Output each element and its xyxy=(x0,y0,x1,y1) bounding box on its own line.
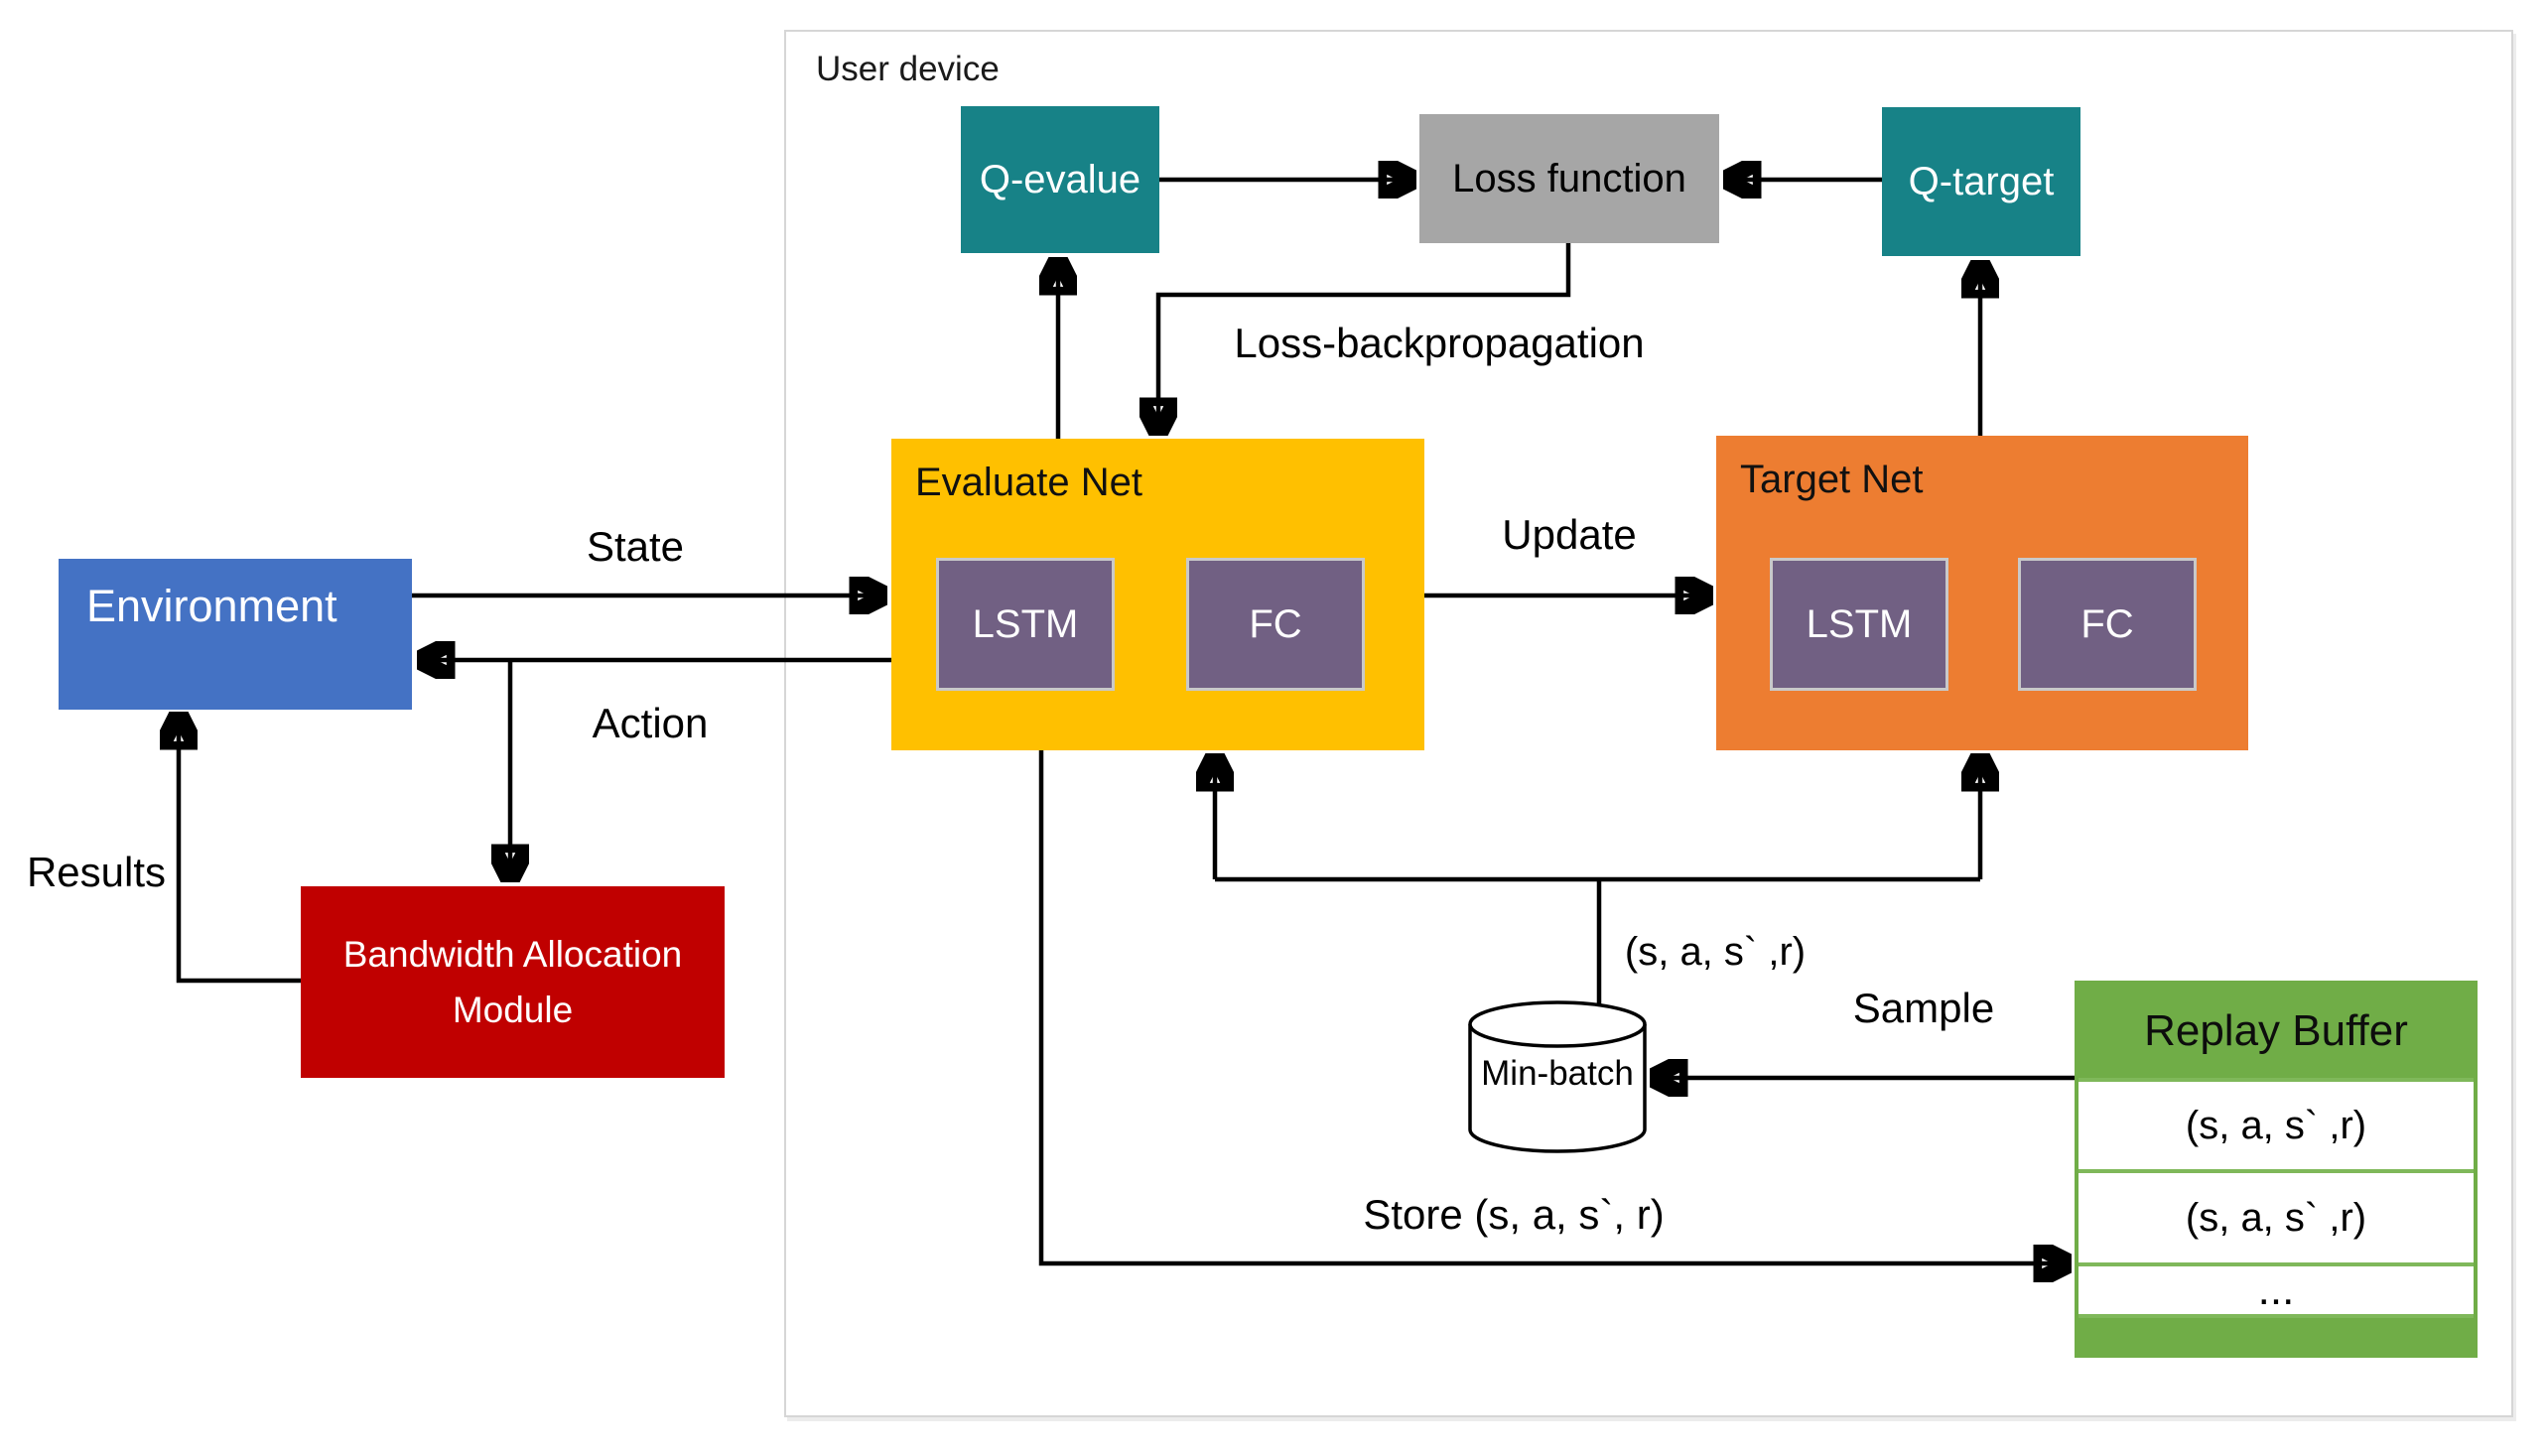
min-batch-label: Min-batch xyxy=(1481,1054,1634,1093)
target-net-box: Target Net LSTM FC xyxy=(1716,436,2248,750)
min-batch-cylinder xyxy=(1468,1000,1647,1153)
replay-buffer-header: Replay Buffer xyxy=(2079,985,2474,1078)
replay-buffer-row: (s, a, s` ,r) xyxy=(2079,1078,2474,1169)
target-net-fc-box: FC xyxy=(2018,558,2197,691)
state-edge-label: State xyxy=(586,523,685,570)
q-target-label: Q-target xyxy=(1908,159,2055,203)
q-evalue-label: Q-evalue xyxy=(979,157,1141,201)
target-net-label: Target Net xyxy=(1740,458,1924,501)
loss-backprop-edge-label: Loss-backpropagation xyxy=(1234,320,1645,366)
bandwidth-module-label-line2: Module xyxy=(452,989,574,1030)
replay-buffer-footer xyxy=(2079,1314,2474,1354)
loss-function-label: Loss function xyxy=(1452,156,1686,200)
target-net-lstm-box: LSTM xyxy=(1770,558,1948,691)
evaluate-net-fc-box: FC xyxy=(1186,558,1365,691)
target-net-lstm-label: LSTM xyxy=(1806,601,1913,646)
replay-buffer-row: ... xyxy=(2079,1262,2474,1314)
user-device-label: User device xyxy=(816,50,1000,88)
evaluate-net-lstm-label: LSTM xyxy=(972,601,1079,646)
evaluate-net-box: Evaluate Net LSTM FC xyxy=(891,439,1424,750)
bandwidth-allocation-module-box: Bandwidth Allocation Module xyxy=(301,886,725,1078)
environment-box: Environment xyxy=(59,559,412,710)
evaluate-net-label: Evaluate Net xyxy=(915,461,1143,504)
transition-tuple-label: (s, a, s` ,r) xyxy=(1624,930,1807,974)
results-edge-label: Results xyxy=(26,849,167,895)
sample-edge-label: Sample xyxy=(1852,985,1995,1031)
action-edge-label: Action xyxy=(592,700,709,746)
evaluate-net-lstm-box: LSTM xyxy=(936,558,1115,691)
target-net-fc-label: FC xyxy=(2080,601,2134,646)
evaluate-net-fc-label: FC xyxy=(1249,601,1302,646)
q-evalue-box: Q-evalue xyxy=(961,106,1159,253)
environment-label: Environment xyxy=(86,581,337,631)
results-arrow xyxy=(179,716,301,984)
update-edge-label: Update xyxy=(1502,511,1637,558)
replay-buffer-row: (s, a, s` ,r) xyxy=(2079,1169,2474,1262)
q-target-box: Q-target xyxy=(1882,107,2080,256)
bandwidth-module-label-line1: Bandwidth Allocation xyxy=(342,934,683,975)
loss-function-box: Loss function xyxy=(1419,114,1719,243)
store-edge-label: Store (s, a, s`, r) xyxy=(1363,1191,1665,1238)
replay-buffer-box: Replay Buffer (s, a, s` ,r) (s, a, s` ,r… xyxy=(2075,981,2478,1358)
